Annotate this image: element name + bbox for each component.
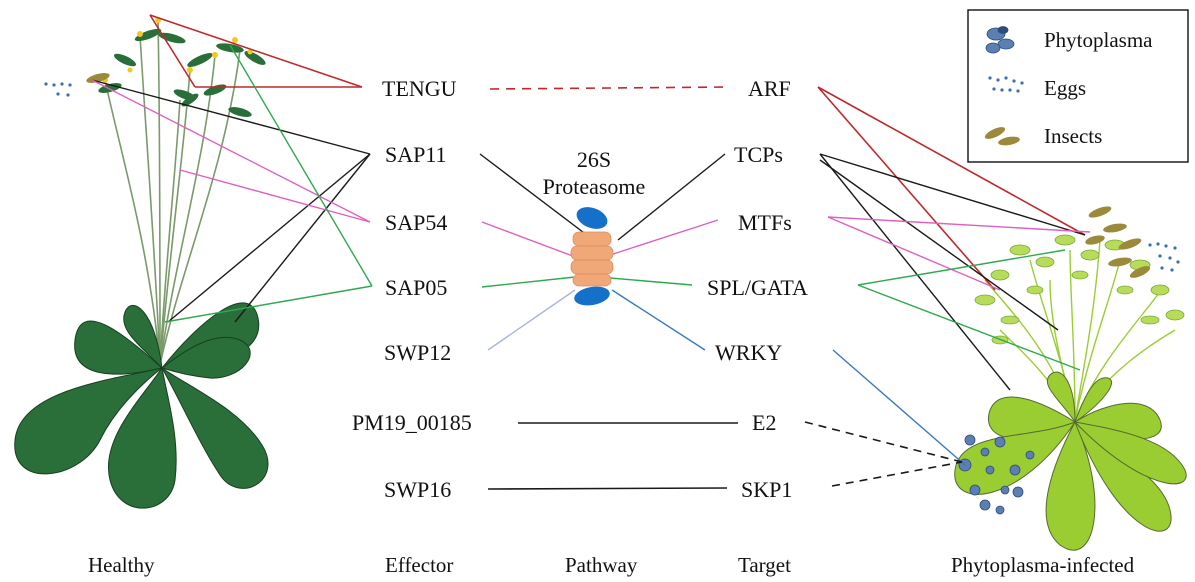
effector-pm19-00185: PM19_00185 [352, 410, 472, 435]
column-target: Target [738, 553, 791, 577]
healthy-stem-leaves [98, 28, 266, 117]
target-tcps: TCPs [734, 142, 783, 167]
tengu-lines [149, 14, 363, 88]
target-arf: ARF [748, 76, 791, 101]
effector-swp12: SWP12 [384, 340, 451, 365]
effector-tengu: TENGU [382, 76, 457, 101]
healthy-eggs [44, 82, 72, 97]
eggs-icon [988, 76, 1024, 93]
proteasome-core-4 [572, 273, 612, 287]
column-healthy: Healthy [88, 553, 155, 577]
healthy-plant-illustration [14, 17, 269, 509]
proteasome-core-2 [570, 245, 614, 261]
target-wrky: WRKY [715, 340, 782, 365]
effector-swp16: SWP16 [384, 477, 451, 502]
infected-bushy-leaves [974, 234, 1185, 345]
column-effector: Effector [385, 553, 453, 577]
column-infected: Phytoplasma-infected [951, 553, 1135, 577]
proteasome-icon [570, 207, 614, 306]
target-e2: E2 [752, 410, 776, 435]
skp1-infected-dashed-link [831, 461, 963, 487]
target-spl-gata: SPL/GATA [707, 275, 808, 300]
effector-sap54: SAP54 [385, 210, 447, 235]
phytoplasma-icon [985, 26, 1015, 54]
sap05-lines [164, 44, 1081, 371]
arf-infected-lines [817, 86, 1086, 291]
column-labels: Healthy Effector Pathway Target Phytopla… [88, 553, 1135, 577]
target-labels: ARF TCPs MTFs SPL/GATA WRKY E2 SKP1 [707, 76, 808, 502]
effector-sap05: SAP05 [385, 275, 447, 300]
healthy-stems [104, 19, 241, 366]
tengu-arf-dashed-link [489, 86, 731, 90]
target-skp1: SKP1 [741, 477, 792, 502]
infected-insects [1085, 206, 1151, 278]
legend-eggs-label: Eggs [1044, 76, 1086, 100]
legend-insects-label: Insects [1044, 124, 1102, 148]
swp12-line [487, 289, 576, 351]
effector-labels: TENGU SAP11 SAP54 SAP05 SWP12 PM19_00185… [352, 76, 472, 502]
healthy-rosette [14, 302, 269, 509]
infected-rosette [954, 371, 1187, 551]
sap54-lines [91, 79, 1091, 291]
wrky-lines [611, 289, 966, 466]
proteasome-core-1 [572, 231, 612, 247]
proteasome-top-cap [576, 207, 608, 229]
proteasome-label-line1: 26S [577, 147, 611, 172]
effector-sap11: SAP11 [385, 142, 447, 167]
swp16-skp1-link [487, 487, 728, 490]
legend: Phytoplasma Eggs Insects [967, 9, 1189, 163]
column-pathway: Pathway [565, 553, 638, 577]
target-mtfs: MTFs [738, 210, 792, 235]
proteasome-label-line2: Proteasome [543, 174, 646, 199]
proteasome-bottom-cap [574, 286, 610, 306]
sap11-lines [91, 79, 1086, 391]
insects-icon [984, 127, 1020, 146]
infected-eggs [1148, 242, 1180, 272]
legend-phytoplasma-label: Phytoplasma [1044, 28, 1153, 52]
infected-plant-illustration [954, 206, 1187, 551]
proteasome-core-3 [570, 259, 614, 275]
